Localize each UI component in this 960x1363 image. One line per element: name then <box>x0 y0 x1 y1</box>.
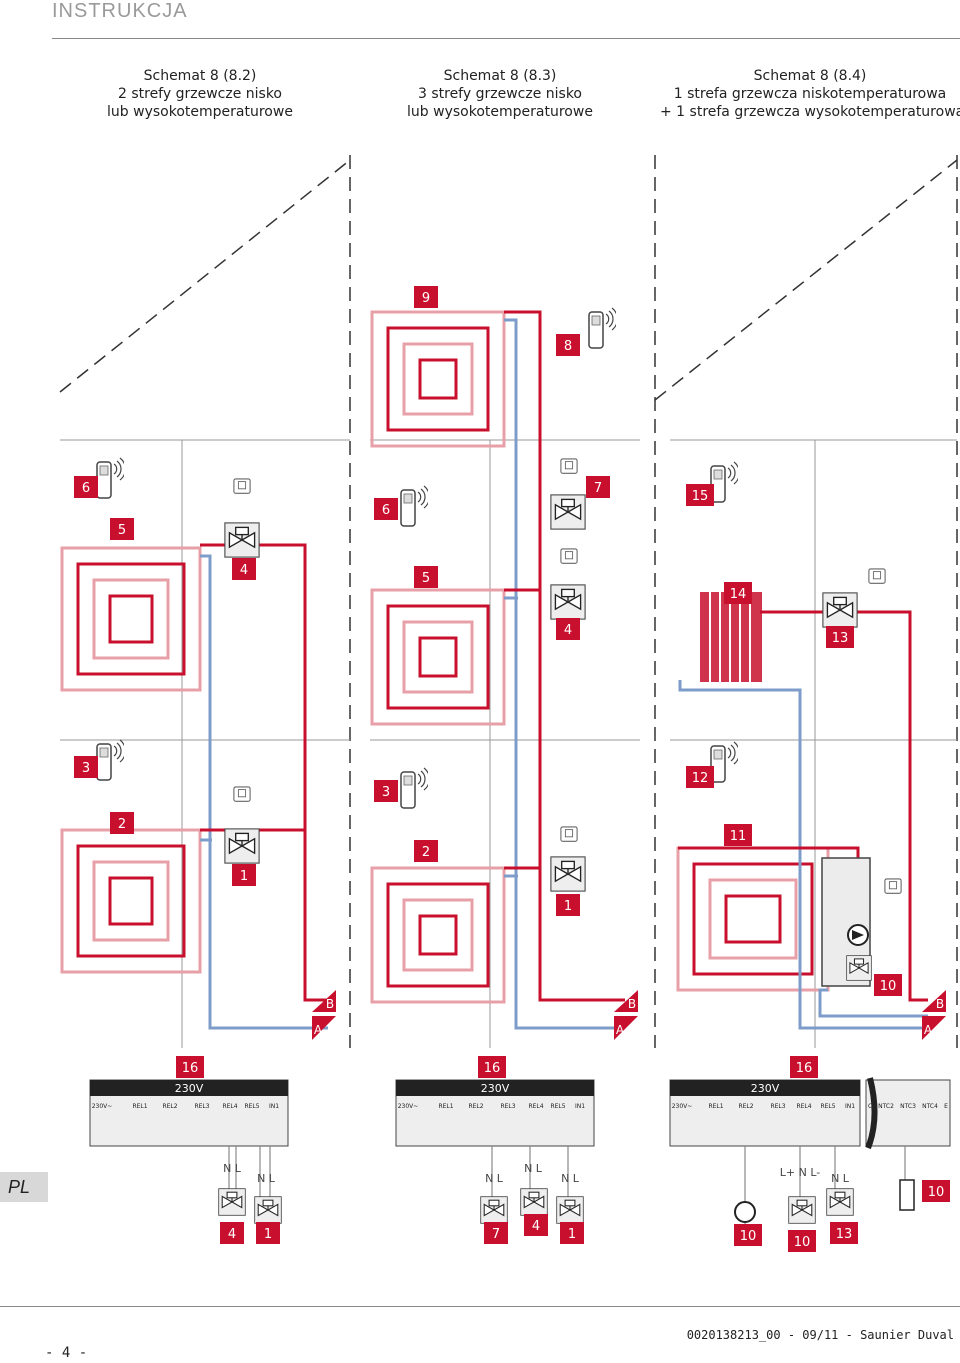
schema-3-heading: Schemat 8 (8.4) 1 strefa grzewcza niskot… <box>660 67 960 121</box>
schema-2-line2: lub wysokotemperaturowe <box>407 104 593 120</box>
zone-borders <box>59 155 958 1048</box>
floor-loops <box>60 310 830 1004</box>
mixing-unit <box>821 857 872 987</box>
heating-diagram <box>59 155 958 1225</box>
schema-3-line2: + 1 strefa grzewcza wysokotemperaturowa <box>660 104 960 120</box>
thermostats <box>96 307 738 809</box>
radiator <box>700 592 762 682</box>
schema-1-title: Schemat 8 (8.2) <box>143 68 257 84</box>
floor-loop-s2-mid <box>370 588 506 726</box>
document-reference: 0020138213_00 - 09/11 - Saunier Duval <box>686 1328 954 1342</box>
schema-2-line1: 3 strefy grzewcze nisko <box>417 86 582 102</box>
schema-1-heading: Schemat 8 (8.2) 2 strefy grzewcze nisko … <box>100 67 300 121</box>
footer-rule <box>0 1306 960 1307</box>
schema-3-line1: 1 strefa grzewcza niskotemperaturowa <box>673 86 947 102</box>
floor-loop-s3 <box>676 846 830 992</box>
pipes <box>200 310 928 1030</box>
language-tab: PL <box>0 1172 48 1202</box>
schema-2-title: Schemat 8 (8.3) <box>443 68 557 84</box>
schema-1-line2: lub wysokotemperaturowe <box>107 104 293 120</box>
header-rule <box>52 38 960 39</box>
output-devices <box>218 1179 915 1224</box>
floor-loop-s1-bottom <box>60 828 202 974</box>
page-header-title: INSTRUKCJA <box>52 0 188 22</box>
schema-2-heading: Schemat 8 (8.3) 3 strefy grzewcze nisko … <box>400 67 600 121</box>
page-number: - 4 - <box>45 1345 88 1361</box>
floor-loop-s1-top <box>60 546 202 692</box>
floor-loop-s2-bottom <box>370 866 506 1004</box>
control-panels <box>89 1077 951 1150</box>
schema-1-line1: 2 strefy grzewcze nisko <box>117 86 282 102</box>
schema-3-title: Schemat 8 (8.4) <box>753 68 867 84</box>
floor-loop-s2-top <box>370 310 506 448</box>
